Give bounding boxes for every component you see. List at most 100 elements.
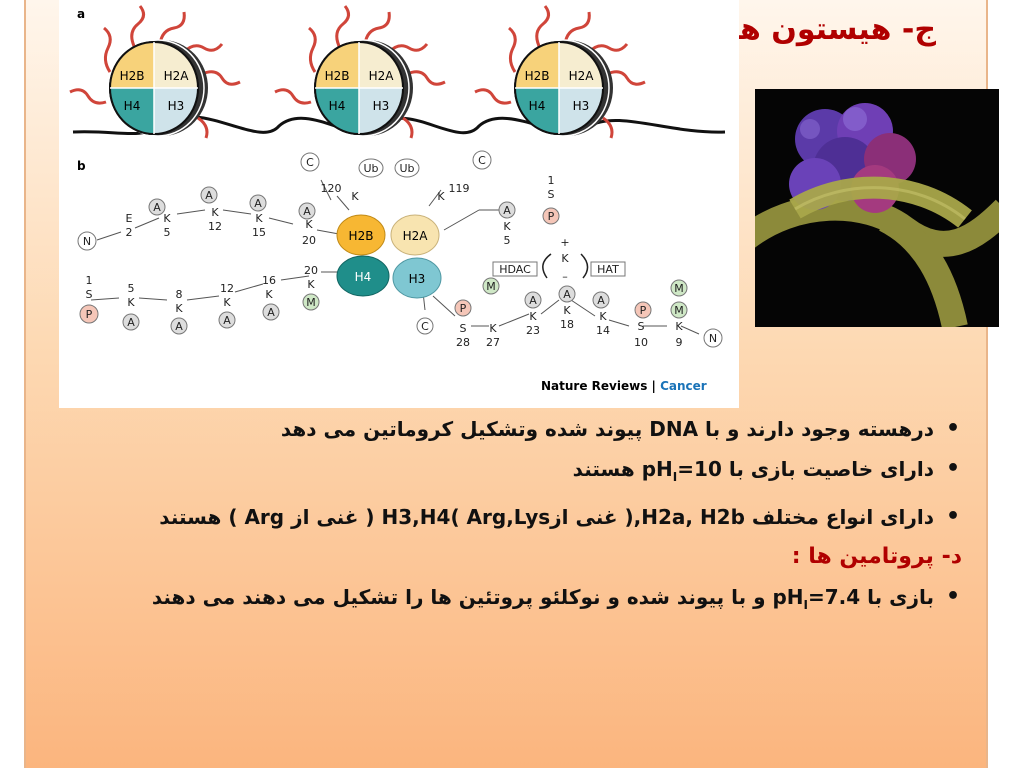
svg-text:18: 18	[560, 318, 574, 331]
svg-text:K: K	[489, 322, 497, 335]
svg-text:K: K	[127, 296, 135, 309]
svg-text:10: 10	[634, 336, 648, 349]
svg-text:5: 5	[164, 226, 171, 239]
histone-core: H2B H2A H4 H3	[336, 214, 442, 299]
svg-text:S: S	[548, 188, 555, 201]
svg-text:K: K	[265, 288, 273, 301]
svg-text:S: S	[460, 322, 467, 335]
svg-text:H2B: H2B	[349, 229, 374, 243]
tail-residues: N A A A A E2 K5 K12 K15 K20 C 120 K Ub U…	[77, 150, 723, 349]
svg-text:K: K	[503, 220, 511, 233]
bullet-item: بازی با pHI=7.4 و با پیوند شده و نوکلئو …	[62, 582, 962, 620]
svg-text:M: M	[674, 282, 684, 295]
nucleosome-3: H2B H2A H4 H3	[473, 4, 647, 140]
svg-text:H4: H4	[124, 99, 141, 113]
tail-lines	[90, 179, 700, 335]
svg-text:120: 120	[321, 182, 342, 195]
svg-text:C: C	[306, 156, 314, 169]
svg-text:–: –	[562, 270, 568, 283]
svg-text:H2A: H2A	[403, 229, 429, 243]
slide-title: ج- هیستون ها:	[716, 12, 936, 47]
bullet-item: دارای انواع مختلف H2a, H2b,( غنی ازArg,L…	[62, 502, 962, 532]
svg-text:20: 20	[304, 264, 318, 277]
svg-text:5: 5	[128, 282, 135, 295]
svg-text:A: A	[503, 204, 511, 217]
svg-text:M: M	[674, 304, 684, 317]
svg-text:K: K	[675, 320, 683, 333]
svg-text:K: K	[437, 190, 445, 203]
svg-text:H2B: H2B	[325, 69, 350, 83]
svg-text:P: P	[460, 302, 467, 315]
svg-text:A: A	[175, 320, 183, 333]
svg-text:12: 12	[208, 220, 222, 233]
svg-text:14: 14	[596, 324, 610, 337]
svg-text:15: 15	[252, 226, 266, 239]
svg-text:A: A	[303, 205, 311, 218]
svg-text:K: K	[599, 310, 607, 323]
protamine-bullets: بازی با pHI=7.4 و با پیوند شده و نوکلئو …	[62, 582, 962, 620]
svg-text:16: 16	[262, 274, 276, 287]
svg-text:Ub: Ub	[399, 162, 414, 175]
svg-text:9: 9	[676, 336, 683, 349]
svg-text:5: 5	[504, 234, 511, 247]
svg-text:K: K	[563, 304, 571, 317]
svg-text:K: K	[255, 212, 263, 225]
svg-text:K: K	[351, 190, 359, 203]
svg-text:20: 20	[302, 234, 316, 247]
svg-text:P: P	[548, 210, 555, 223]
svg-text:K: K	[561, 252, 569, 265]
svg-text:S: S	[86, 288, 93, 301]
svg-text:S: S	[638, 320, 645, 333]
svg-text:M: M	[306, 296, 316, 309]
figure-credit: Nature Reviews | Cancer	[541, 379, 707, 393]
bullet-item: درهسته وجود دارند و با DNA پیوند شده وتش…	[62, 414, 962, 444]
svg-text:28: 28	[456, 336, 470, 349]
svg-text:N: N	[83, 235, 91, 248]
svg-text:H4: H4	[355, 270, 372, 284]
nucleosome-1: H2B H2A H4 H3	[68, 4, 242, 140]
svg-text:A: A	[127, 316, 135, 329]
histone-diagram: a H2B H2A H4 H3 H2B H2A H4 H3 H2B H2A H4	[68, 4, 726, 393]
svg-text:H2B: H2B	[525, 69, 550, 83]
svg-text:1: 1	[86, 274, 93, 287]
svg-text:A: A	[205, 189, 213, 202]
svg-text:H2B: H2B	[120, 69, 145, 83]
bullet-item: دارای خاصیت بازی با pHI=10 هستند	[62, 454, 962, 492]
svg-text:A: A	[267, 306, 275, 319]
svg-text:C: C	[478, 154, 486, 167]
svg-text:H3: H3	[373, 99, 390, 113]
svg-text:H2A: H2A	[569, 69, 595, 83]
svg-text:119: 119	[449, 182, 470, 195]
svg-text:12: 12	[220, 282, 234, 295]
svg-text:A: A	[563, 288, 571, 301]
svg-text:+: +	[560, 236, 569, 249]
svg-text:K: K	[163, 212, 171, 225]
svg-text:N: N	[709, 332, 717, 345]
svg-text:A: A	[529, 294, 537, 307]
nucleosome-photo	[755, 89, 999, 327]
svg-text:K: K	[211, 206, 219, 219]
protamine-heading: د- پروتامین ها :	[791, 544, 962, 569]
svg-text:HAT: HAT	[597, 263, 619, 276]
svg-text:27: 27	[486, 336, 500, 349]
svg-text:1: 1	[548, 174, 555, 187]
svg-text:A: A	[223, 314, 231, 327]
svg-text:K: K	[305, 218, 313, 231]
svg-text:H4: H4	[329, 99, 346, 113]
svg-text:H2A: H2A	[369, 69, 395, 83]
svg-text:2: 2	[126, 226, 133, 239]
slide: ج- هیستون ها:	[24, 0, 999, 768]
svg-text:HDAC: HDAC	[499, 263, 531, 276]
svg-text:P: P	[640, 304, 647, 317]
svg-text:K: K	[223, 296, 231, 309]
svg-text:A: A	[254, 197, 262, 210]
nucleosome-2: H2B H2A H4 H3	[273, 4, 447, 140]
nucleosome-3d-image	[755, 89, 999, 327]
histone-bullets: درهسته وجود دارند و با DNA پیوند شده وتش…	[62, 414, 962, 532]
svg-text:23: 23	[526, 324, 540, 337]
svg-text:A: A	[153, 201, 161, 214]
panel-b-label: b	[77, 159, 86, 173]
svg-text:A: A	[597, 294, 605, 307]
svg-text:H2A: H2A	[164, 69, 190, 83]
svg-text:K: K	[175, 302, 183, 315]
